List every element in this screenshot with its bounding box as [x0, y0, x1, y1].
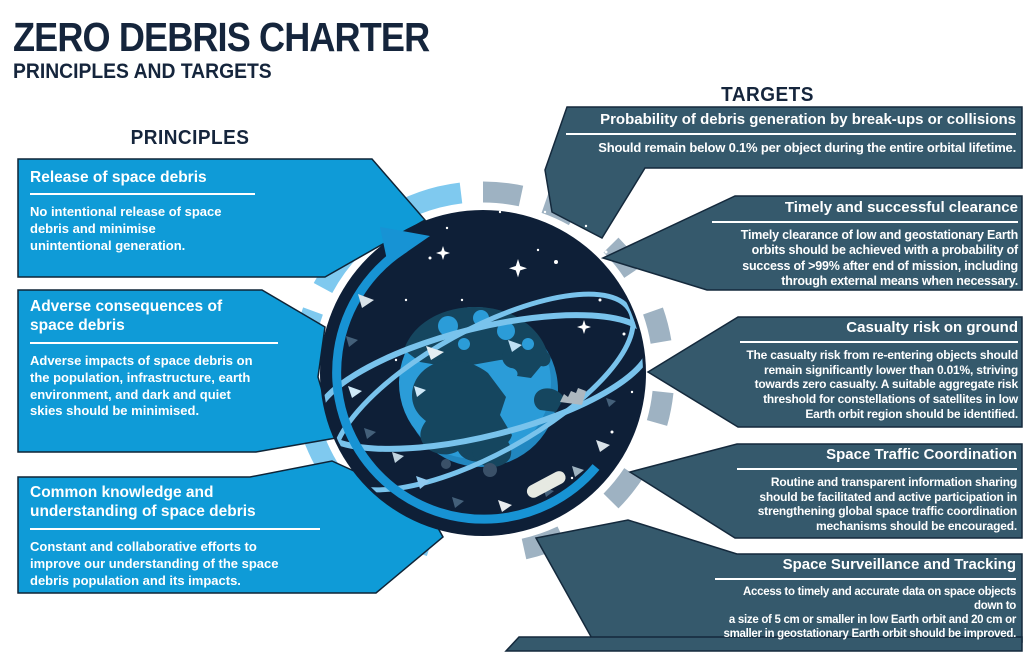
principle-title: Adverse consequences of space debris: [30, 298, 223, 335]
target-body: The casualty risk from re-entering objec…: [746, 348, 1018, 421]
title-underline: [30, 527, 320, 530]
principle-panel-1: [17, 158, 427, 278]
debris-particles: [346, 294, 616, 512]
target-title: Space Traffic Coordination: [826, 446, 1017, 463]
target-space-surveillance-tracking: Space Surveillance and Tracking Access t…: [715, 556, 1016, 641]
target-body: Should remain below 0.1% per object duri…: [598, 140, 1016, 155]
stars: [394, 210, 634, 480]
target-body: Timely clearance of low and geostationar…: [740, 228, 1018, 288]
page-title: ZERO DEBRIS CHARTER: [13, 14, 430, 60]
target-panel-3: [646, 316, 1023, 428]
target-title: Space Surveillance and Tracking: [782, 556, 1016, 573]
targets-heading: TARGETS: [721, 84, 814, 106]
target-body: Access to timely and accurate data on sp…: [723, 586, 1017, 641]
title-underline: [566, 133, 1016, 135]
principle-body: No intentional release of space debris a…: [30, 204, 222, 254]
title-underline: [737, 468, 1017, 470]
rotation-arrow-icon: [332, 227, 600, 524]
principle-title: Common knowledge and understanding of sp…: [30, 484, 256, 521]
target-body: Routine and transparent information shar…: [757, 475, 1017, 533]
principle-common-knowledge: Common knowledge and understanding of sp…: [30, 483, 365, 589]
principle-body: Constant and collaborative efforts to im…: [30, 538, 279, 588]
target-panel-4: [628, 443, 1023, 539]
target-title: Timely and successful clearance: [784, 199, 1018, 216]
principles-heading: PRINCIPLES: [130, 127, 250, 149]
center-illustration: [320, 210, 646, 536]
title-underline: [30, 193, 255, 196]
target-title: Casualty risk on ground: [846, 319, 1018, 336]
target-timely-clearance: Timely and successful clearance Timely c…: [712, 199, 1018, 289]
title-underline: [30, 341, 278, 344]
target-panel-1: [544, 106, 1023, 239]
title-underline: [740, 341, 1018, 343]
title-underline: [712, 221, 1018, 223]
principle-title: Release of space debris: [30, 169, 207, 186]
title-underline: [715, 578, 1016, 580]
principle-panels: [17, 158, 444, 594]
page-subtitle: PRINCIPLES AND TARGETS: [13, 60, 272, 83]
target-panel-2: [600, 195, 1023, 291]
principle-adverse-consequences: Adverse consequences of space debris Adv…: [30, 297, 322, 420]
target-casualty-risk: Casualty risk on ground The casualty ris…: [740, 319, 1018, 421]
target-panels: [504, 106, 1023, 652]
principle-release-of-space-debris: Release of space debris No intentional r…: [30, 168, 310, 255]
principle-body: Adverse impacts of space debris on the p…: [30, 352, 253, 419]
target-title: Probability of debris generation by brea…: [600, 111, 1016, 128]
bottom-bar: [504, 636, 1023, 652]
target-debris-generation: Probability of debris generation by brea…: [566, 111, 1016, 156]
target-space-traffic-coordination: Space Traffic Coordination Routine and t…: [737, 446, 1017, 534]
